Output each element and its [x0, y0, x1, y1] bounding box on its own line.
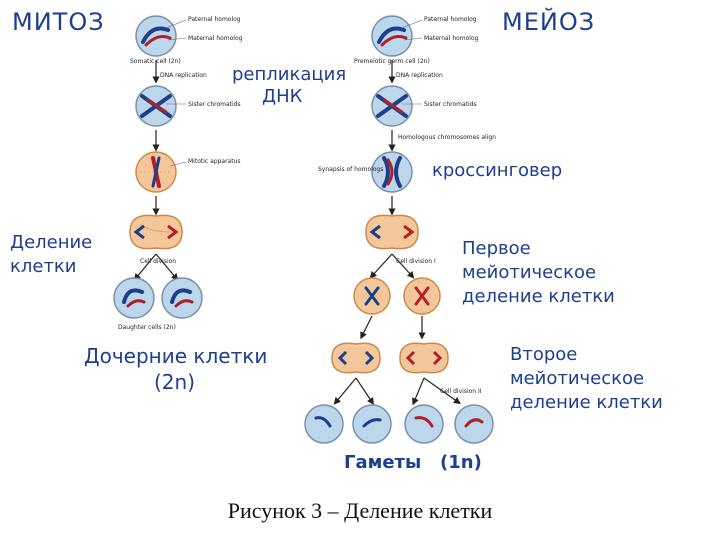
- small-somatic: Somatic cell (2n): [130, 58, 181, 65]
- mitosis-header: МИТОЗ: [12, 8, 105, 36]
- label-crossing-over: кроссинговер: [432, 160, 563, 181]
- label-pointers: [165, 19, 423, 167]
- meiosis-header: МЕЙОЗ: [502, 8, 596, 36]
- small-synapsis: Synapsis of homologs: [318, 166, 384, 173]
- dividing-cell-mitosis: [129, 214, 183, 250]
- replicated-cell: [135, 85, 177, 127]
- daughter-cell-2: [161, 277, 203, 319]
- label-daughter-cells: Дочерние клетки: [84, 344, 268, 368]
- gamete-1: [304, 404, 344, 444]
- small-paternal-meiosis: Paternal homolog: [424, 16, 477, 23]
- label-gametes: Гаметы (1n): [344, 452, 482, 473]
- small-sister-meiosis: Sister chromatids: [424, 101, 477, 108]
- small-dna-rep-meiosis: DNA replication: [396, 72, 443, 79]
- small-cell-div-2: Cell division II: [440, 388, 482, 395]
- label-first: Первое: [462, 238, 531, 259]
- gamete-4: [454, 404, 494, 444]
- small-paternal: Paternal homolog: [188, 16, 241, 23]
- small-homologous: Homologous chromosomes align: [398, 134, 496, 141]
- small-maternal-meiosis: Maternal homolog: [424, 35, 479, 42]
- gamete-3: [404, 404, 444, 444]
- meiosis-i-cell-2: [403, 277, 441, 315]
- figure-caption: Рисунок 3 – Деление клетки: [227, 498, 493, 523]
- label-second: Второе: [510, 344, 578, 365]
- replicated-germ-cell: [371, 85, 413, 127]
- mitosis-column: [113, 15, 203, 319]
- gamete-2: [352, 404, 392, 444]
- label-2n: (2n): [154, 370, 196, 394]
- small-premeiotic: Premeiotic germ cell (2n): [354, 58, 430, 65]
- label-cell: клетки: [10, 256, 77, 277]
- metaphase-cell: [135, 151, 177, 193]
- label-first-meiotic: мейотическое: [462, 262, 597, 283]
- small-cell-div: Cell division: [140, 258, 177, 265]
- dividing-cell-meiosis-2b: [399, 342, 449, 374]
- dividing-cell-meiosis-2a: [331, 342, 381, 374]
- synapsis-cell: [371, 151, 413, 193]
- dividing-cell-meiosis-1: [365, 214, 419, 250]
- small-dna-rep: DNA replication: [160, 72, 207, 79]
- premeiotic-cell: [371, 15, 413, 57]
- small-daughter-2n: Daughter cells (2n): [118, 324, 176, 331]
- daughter-cell-1: [113, 277, 155, 319]
- somatic-cell: [135, 15, 177, 57]
- small-cell-div-1: Cell division I: [396, 258, 436, 265]
- label-division: Деление: [10, 232, 93, 253]
- label-dna: ДНК: [262, 86, 303, 107]
- meiosis-i-cell-1: [353, 277, 391, 315]
- label-replication: репликация: [232, 64, 347, 85]
- label-second-meiotic: мейотическое: [510, 368, 645, 389]
- small-mitotic-app: Mitotic apparatus: [188, 158, 241, 165]
- label-first-cell-division: деление клетки: [462, 286, 615, 307]
- small-maternal: Maternal homolog: [188, 35, 243, 42]
- meiosis-column: [304, 15, 494, 444]
- label-second-cell-division: деление клетки: [510, 392, 663, 413]
- small-sister: Sister chromatids: [188, 101, 241, 108]
